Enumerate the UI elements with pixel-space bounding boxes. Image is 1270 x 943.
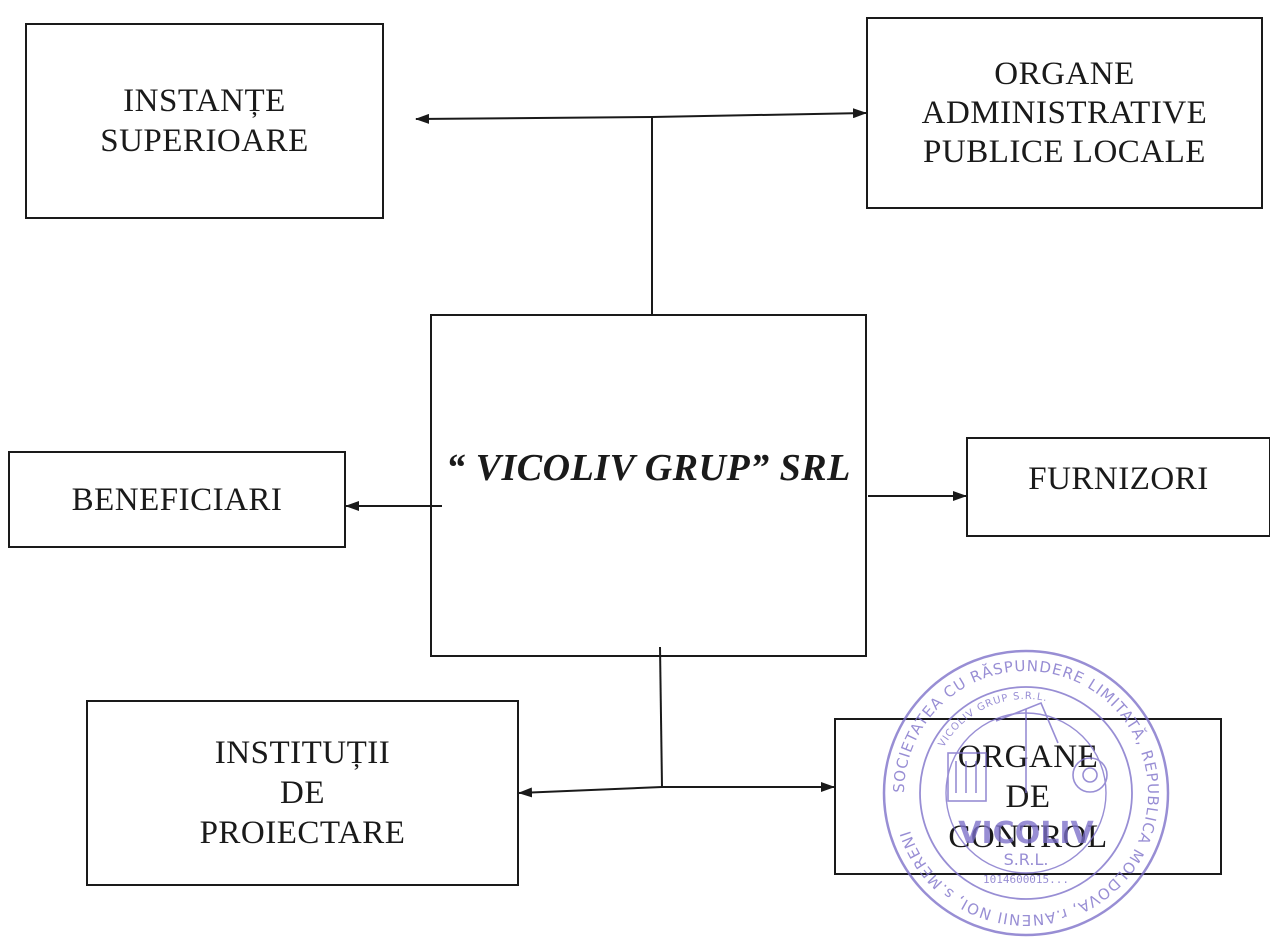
box-institutii-de-proiectare: INSTITUȚII DE PROIECTARE (86, 700, 519, 886)
box-furnizori: FURNIZORI (966, 437, 1270, 537)
label-beneficiari: BENEFICIARI (71, 481, 283, 518)
box-beneficiari: BENEFICIARI (8, 451, 346, 548)
label-instante-superioare: INSTANȚE SUPERIOARE (100, 83, 309, 159)
bottom-trunk-line (659, 646, 663, 788)
box-organe-de-control: ORGANE DE CONTROL (834, 718, 1222, 875)
label-institutii-de-proiectare: INSTITUȚII DE PROIECTARE (199, 735, 406, 851)
label-organe-de-control: ORGANE DE CONTROL (948, 738, 1108, 855)
arrow-to-institutii (518, 786, 663, 798)
box-instante-superioare: INSTANȚE SUPERIOARE (25, 23, 384, 219)
label-organe-administrative: ORGANE ADMINISTRATIVE PUBLICE LOCALE (921, 55, 1208, 170)
box-vicoliv-grup: “ VICOLIV GRUP” SRL (430, 314, 867, 657)
label-vicoliv-grup: “ VICOLIV GRUP” SRL (446, 446, 851, 489)
arrow-to-organe-admin (651, 108, 867, 119)
arrow-to-instante (415, 113, 653, 124)
box-organe-administrative: ORGANE ADMINISTRATIVE PUBLICE LOCALE (866, 17, 1263, 209)
label-furnizori: FURNIZORI (1028, 461, 1209, 497)
